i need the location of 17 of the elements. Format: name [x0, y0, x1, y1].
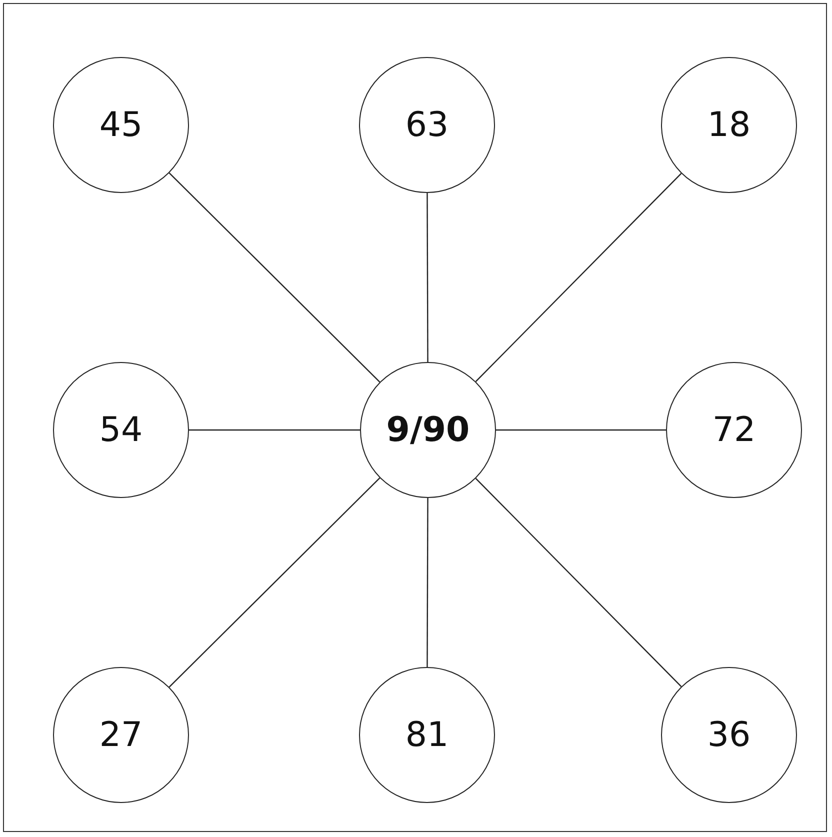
connector-line [426, 193, 428, 362]
number-label: 9/90 [386, 410, 470, 450]
connector-line [426, 498, 428, 667]
number-label: 81 [405, 715, 449, 755]
connector-line [189, 429, 360, 431]
connector-line [168, 478, 380, 688]
number-label: 72 [712, 410, 756, 450]
number-label: 27 [99, 715, 143, 755]
number-label: 45 [99, 105, 143, 145]
connector-line [475, 478, 682, 688]
number-label: 18 [707, 105, 751, 145]
number-label: 36 [707, 715, 751, 755]
number-label: 63 [405, 105, 449, 145]
number-label: 54 [99, 410, 143, 450]
connector-line [168, 172, 380, 382]
connector-line [496, 429, 666, 431]
connector-line [475, 172, 682, 382]
